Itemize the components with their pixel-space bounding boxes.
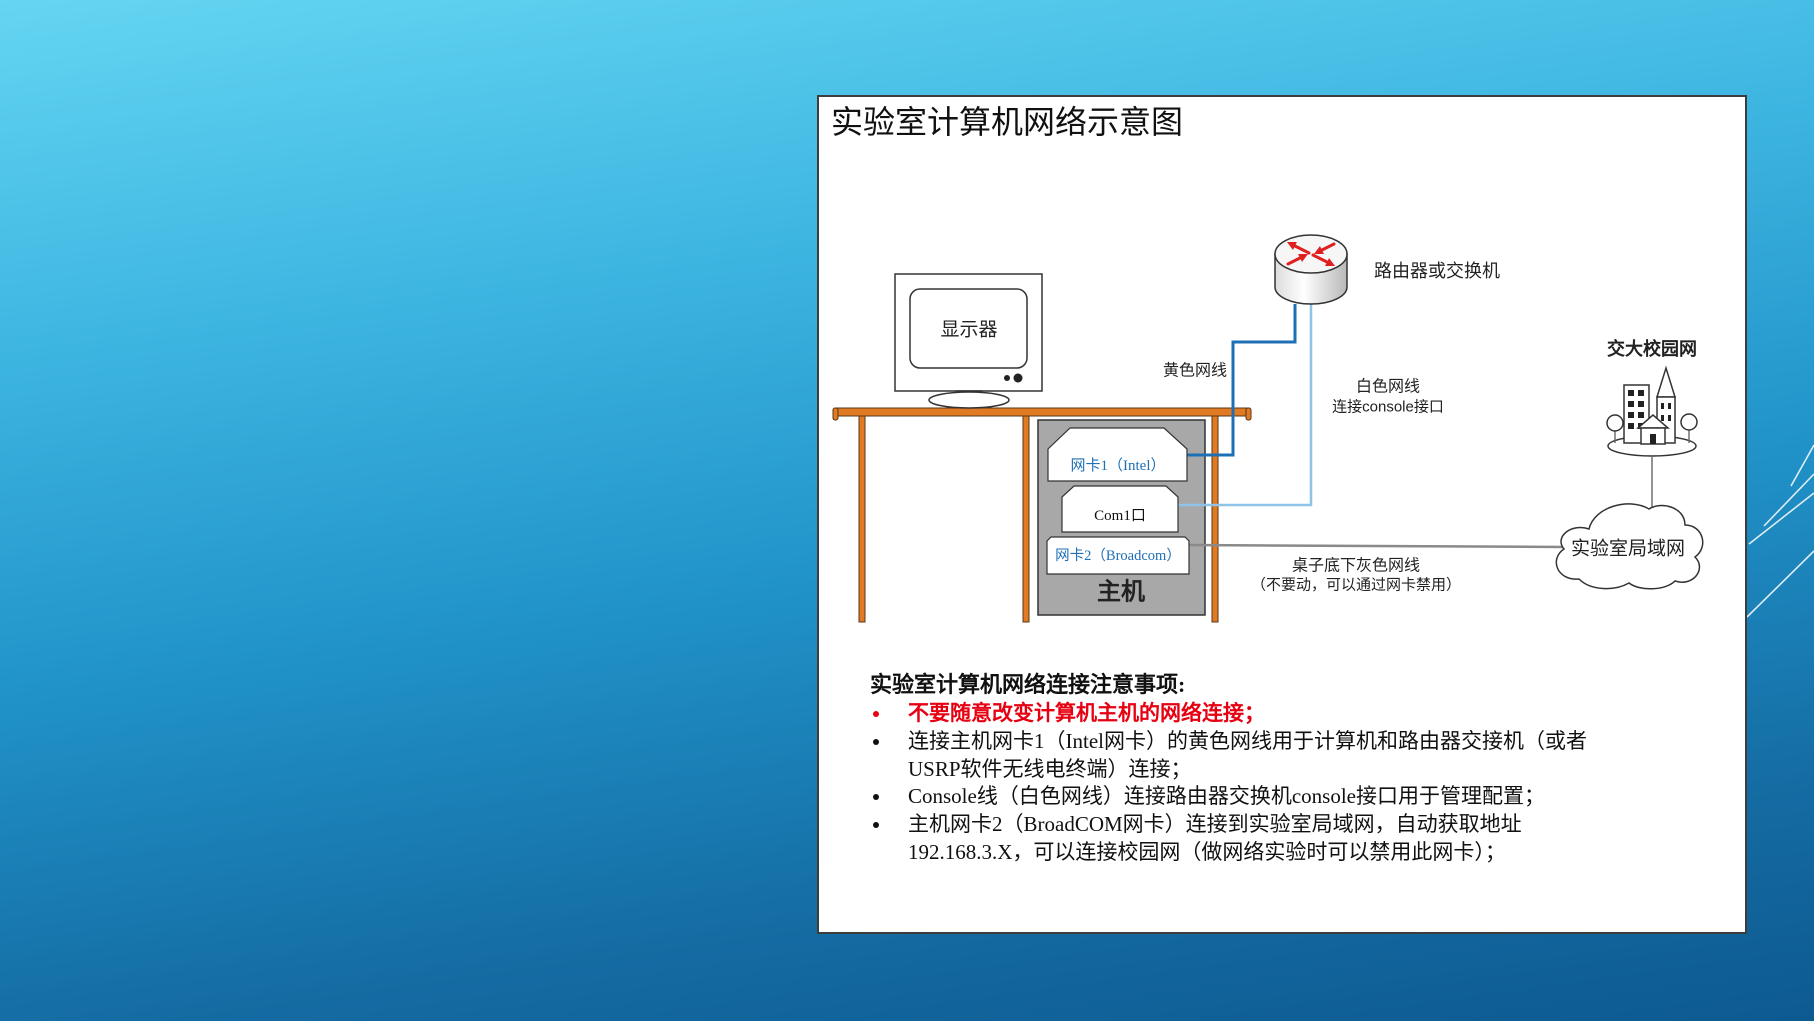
- router-label: 路由器或交换机: [1374, 261, 1500, 281]
- notes-list: 不要随意改变计算机主机的网络连接； 连接主机网卡1（Intel网卡）的黄色网线用…: [870, 700, 1730, 867]
- nic2-card: [1046, 536, 1190, 575]
- desk-leg-right: [1211, 415, 1219, 623]
- page-title: 实验室计算机网络示意图: [831, 104, 1184, 140]
- decor-line: [1790, 444, 1814, 487]
- decor-line: [1748, 492, 1814, 545]
- house-door: [1650, 434, 1656, 444]
- campus-buildings-icon: [1606, 365, 1698, 457]
- note-line: 192.168.3.X，可以连接校园网（做网络实验时可以禁用此网卡）；: [908, 839, 1506, 864]
- decor-line: [1746, 550, 1814, 618]
- note-item: 主机网卡2（BroadCOM网卡）连接到实验室局域网，自动获取地址 192.16…: [870, 811, 1730, 867]
- desk-top: [834, 407, 1250, 417]
- note-line: Console线（白色网线）连接路由器交换机console接口用于管理配置；: [908, 784, 1545, 809]
- window: [1628, 390, 1634, 396]
- nic1-label: 网卡1（Intel）: [1071, 457, 1166, 474]
- host-label: 主机: [1097, 579, 1145, 606]
- church-spire: [1655, 365, 1677, 398]
- desk-top-right-end: [1245, 407, 1252, 421]
- slide-decoration-lines: [1746, 444, 1814, 618]
- note-line: 连接主机网卡1（Intel网卡）的黄色网线用于计算机和路由器交接机（或者: [908, 728, 1587, 753]
- network-diagram: 显示器 网卡1（Intel） Com1口 网卡2（Broadcom） 主机: [832, 234, 1704, 623]
- gray-cable-label: 桌子底下灰色网线: [1292, 557, 1420, 575]
- window: [1628, 401, 1634, 407]
- cloud-icon: 实验室局域网: [1555, 503, 1704, 590]
- church-window: [1668, 403, 1671, 409]
- window: [1628, 412, 1634, 418]
- campus-network-label: 交大校园网: [1607, 338, 1697, 359]
- bullet-icon: [873, 711, 879, 717]
- lab-lan-cloud: [1555, 503, 1704, 590]
- monitor-stand: [928, 391, 1010, 409]
- bullet-icon: [873, 794, 879, 801]
- bullet-icon: [873, 822, 879, 829]
- com-port-label: Com1口: [1094, 508, 1146, 524]
- host-computer: 网卡1（Intel） Com1口 网卡2（Broadcom） 主机: [1046, 427, 1190, 606]
- church-window: [1668, 415, 1671, 421]
- note-item: Console线（白色网线）连接路由器交换机console接口用于管理配置；: [870, 783, 1730, 811]
- tree-left: [1606, 414, 1624, 432]
- decor-line: [1763, 473, 1814, 527]
- window: [1638, 390, 1644, 396]
- white-console-cable: [1176, 304, 1313, 507]
- monitor-button-small: [1004, 375, 1010, 381]
- gray-network-cable: [1186, 543, 1565, 549]
- nic2-label: 网卡2（Broadcom）: [1055, 547, 1181, 564]
- monitor-power-button: [1013, 373, 1023, 383]
- lab-lan-label: 实验室局域网: [1571, 538, 1685, 560]
- nic1-card: [1047, 427, 1188, 482]
- white-cable-label: 白色网线: [1356, 378, 1420, 396]
- router-arrow: [1313, 242, 1336, 255]
- church-window: [1661, 403, 1664, 409]
- note-item-warning: 不要随意改变计算机主机的网络连接；: [870, 700, 1730, 728]
- desk-leg-middle: [1022, 415, 1030, 623]
- desk-leg-left: [858, 415, 866, 623]
- gray-cable-label-detail: （不要动，可以通过网卡禁用）: [1251, 577, 1461, 594]
- white-cable-label-detail: 连接console接口: [1332, 399, 1444, 416]
- note-line: USRP软件无线电终端）连接；: [908, 756, 1192, 781]
- notes-section: 实验室计算机网络连接注意事项: 不要随意改变计算机主机的网络连接； 连接主机网卡…: [870, 671, 1730, 867]
- bullet-icon: [873, 738, 879, 745]
- router-icon: [1274, 234, 1348, 305]
- church-window: [1661, 415, 1664, 421]
- window: [1628, 423, 1634, 429]
- desk-top-left-end: [832, 407, 839, 421]
- desk: [832, 407, 1252, 623]
- com-port-card: [1061, 485, 1179, 533]
- window: [1638, 412, 1644, 418]
- diagram-panel: 实验室计算机网络示意图 显示器: [819, 97, 1745, 932]
- note-line: 不要随意改变计算机主机的网络连接；: [908, 701, 1265, 725]
- tree-right: [1680, 413, 1698, 431]
- router-arrow: [1286, 241, 1311, 255]
- router-top: [1274, 234, 1348, 274]
- yellow-cable-label: 黄色网线: [1163, 362, 1227, 380]
- monitor-label: 显示器: [940, 320, 997, 341]
- note-line: 主机网卡2（BroadCOM网卡）连接到实验室局域网，自动获取地址: [908, 812, 1522, 837]
- monitor-screen: [909, 288, 1028, 369]
- yellow-network-cable: [1182, 304, 1297, 457]
- router-arrow: [1286, 253, 1309, 266]
- notes-heading: 实验室计算机网络连接注意事项:: [870, 672, 1186, 697]
- window: [1638, 401, 1644, 407]
- note-item: 连接主机网卡1（Intel网卡）的黄色网线用于计算机和路由器交接机（或者 USR…: [870, 728, 1730, 784]
- monitor-icon: 显示器: [894, 273, 1043, 409]
- router-arrow: [1311, 253, 1336, 267]
